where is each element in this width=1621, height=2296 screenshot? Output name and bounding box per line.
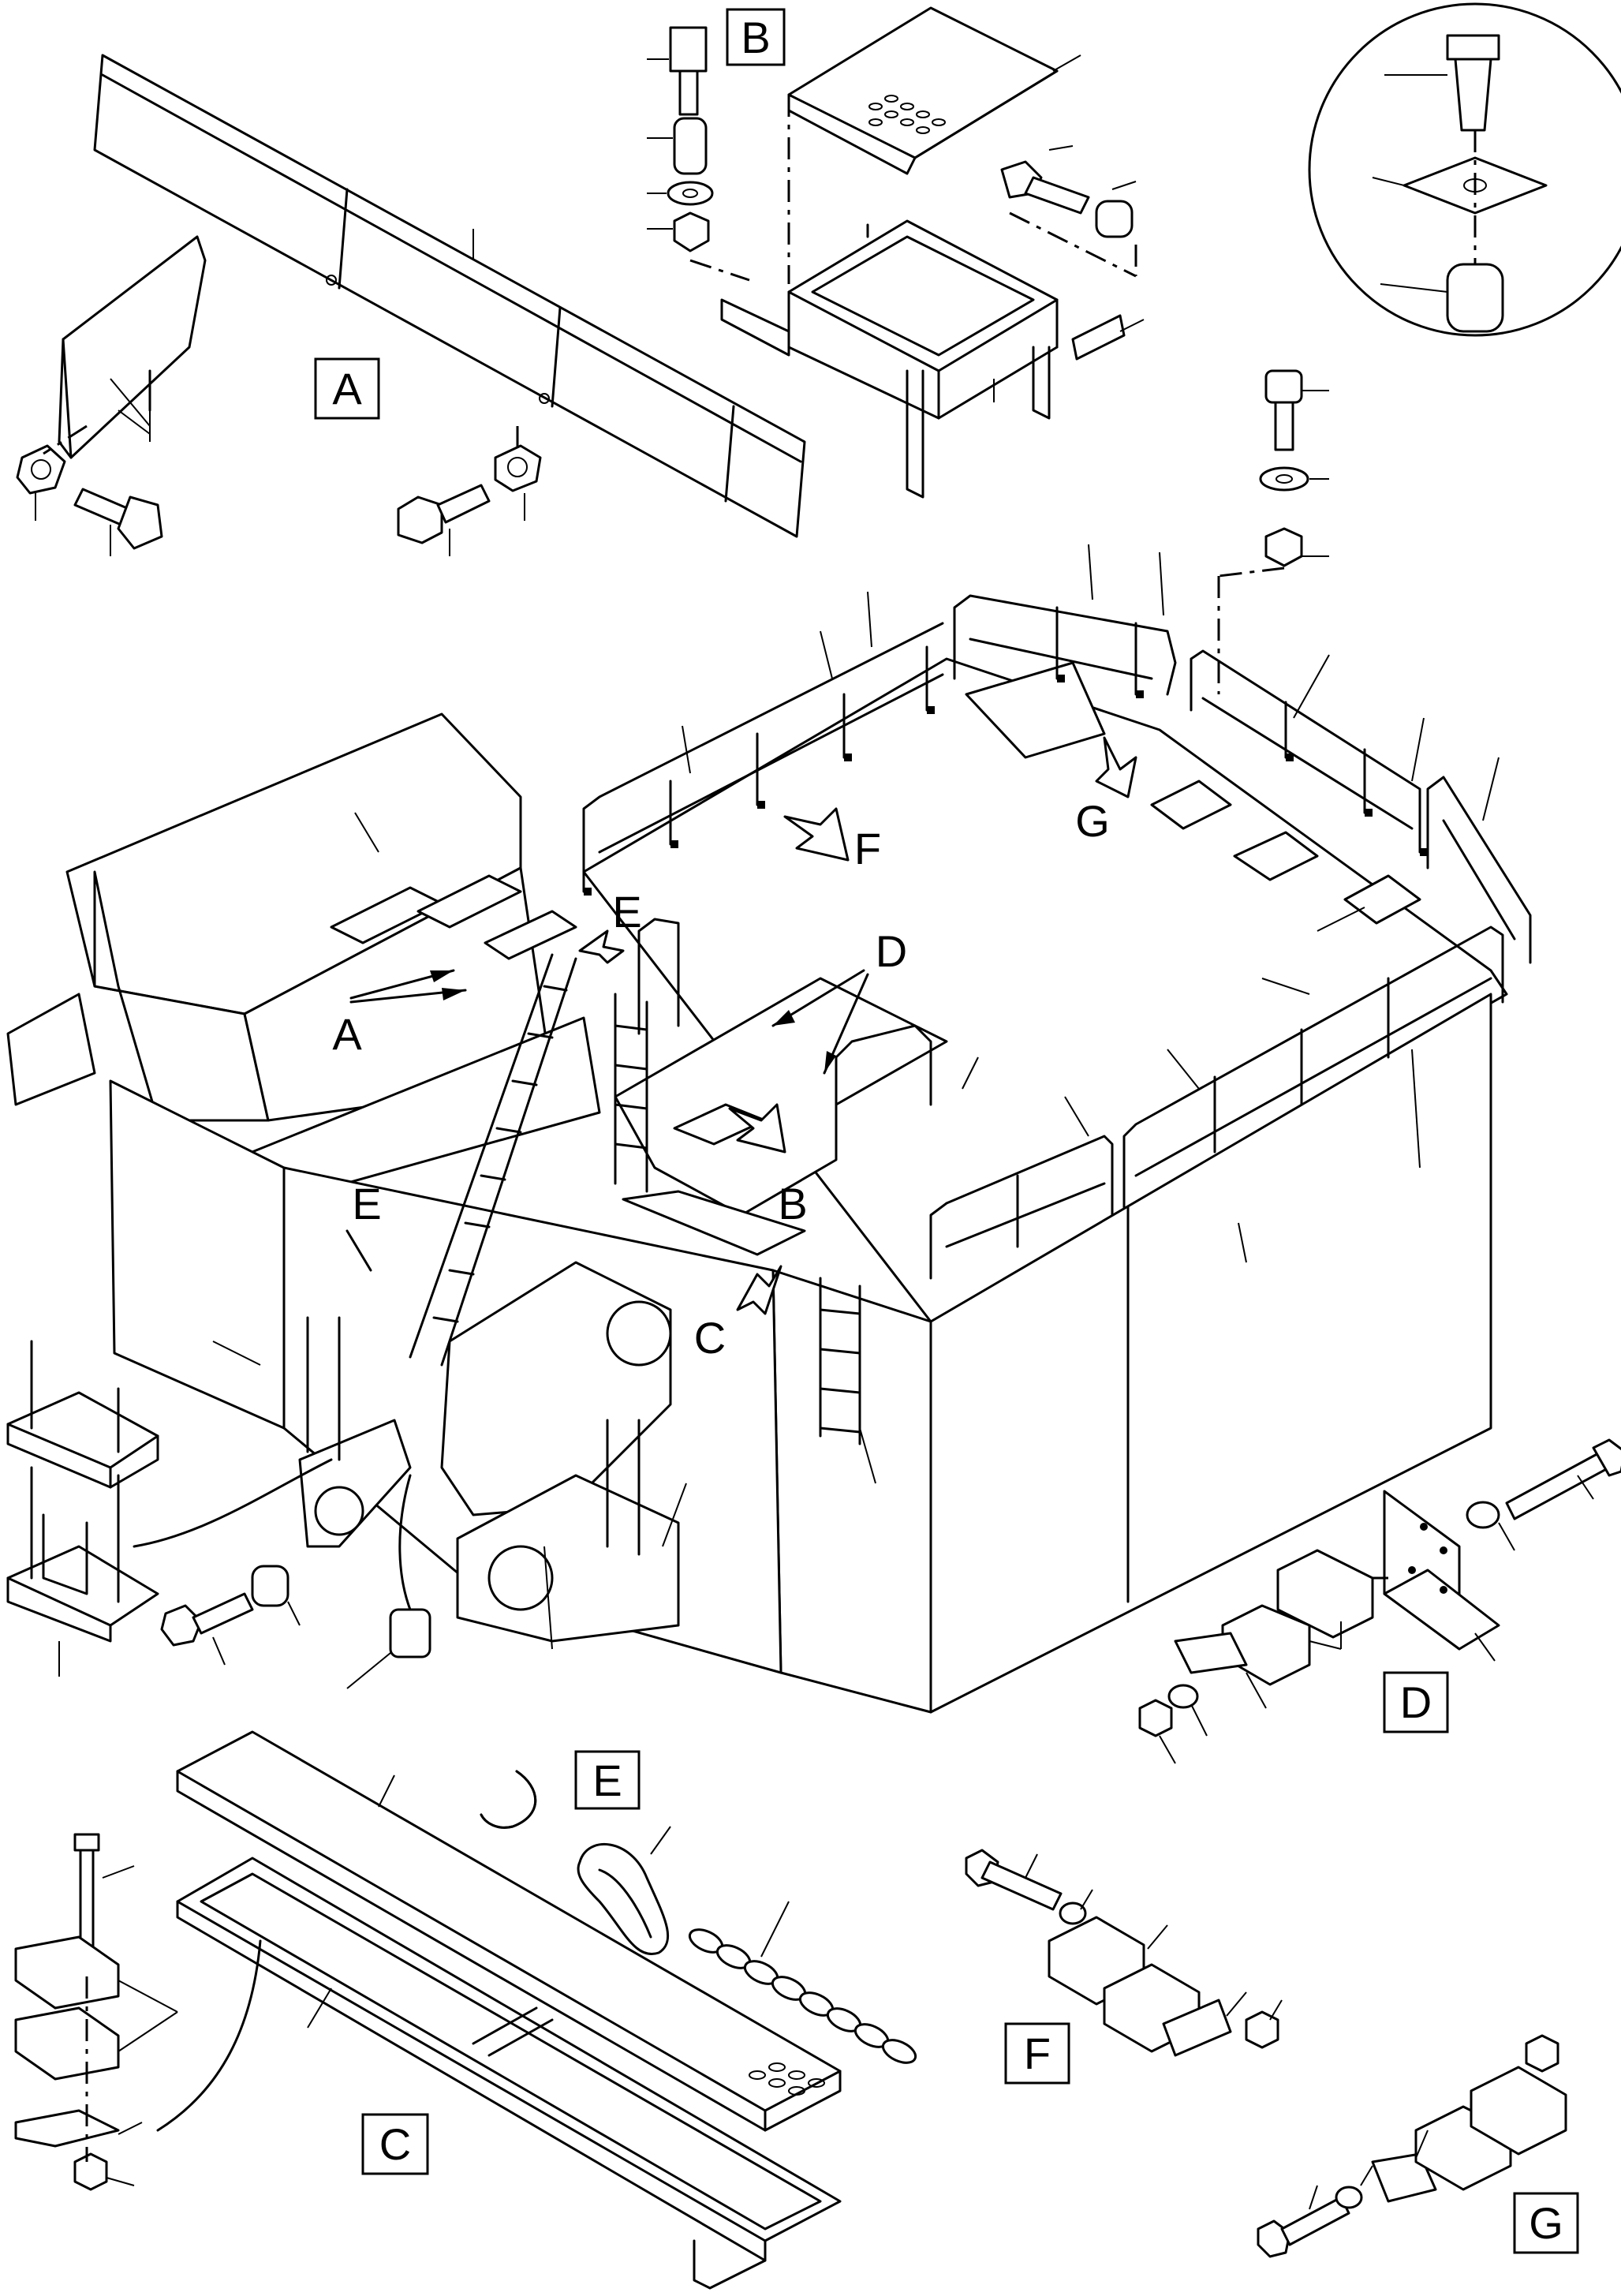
detail-e-group — [480, 1770, 917, 2064]
detail-g-washer — [1335, 2186, 1363, 2209]
detail-d-washer-small — [1167, 1684, 1199, 1709]
detail-d-washer — [1466, 1501, 1500, 1529]
scene-label-e-upper: E — [612, 887, 641, 937]
detail-d-group — [1138, 1438, 1621, 1764]
detail-a-end-bracket — [58, 235, 207, 459]
detail-g-plate — [1371, 2152, 1437, 2203]
deck-grating — [330, 661, 1421, 960]
right-hardware-stack — [1217, 369, 1329, 694]
callout-label-c: C — [379, 2119, 411, 2169]
callout-box-d — [1383, 1671, 1449, 1733]
detail-f-nut — [1245, 2010, 1279, 2049]
detail-c-nut — [73, 2152, 108, 2191]
callout-box-f — [1004, 2022, 1070, 2085]
inner-step — [622, 1190, 806, 1256]
inset-spacer — [1446, 263, 1504, 333]
detail-b-step-plate — [787, 6, 1059, 159]
detail-f-bolt-shank — [980, 1860, 1063, 1911]
rail-washer — [1259, 466, 1309, 492]
rail-bolt-head — [1264, 369, 1303, 404]
detail-c-group — [14, 1730, 842, 2290]
arrow-f — [783, 807, 850, 862]
detail-b-side-spacer — [1095, 200, 1134, 238]
detail-a-bolt-head-right — [397, 495, 443, 544]
detail-c-clamp-lower — [14, 2006, 120, 2081]
inset-bolt-head — [1446, 34, 1500, 61]
detail-c-tray-frame — [176, 1857, 842, 2242]
detail-d-nut — [1138, 1699, 1173, 1737]
detail-g-bolt-shank — [1280, 2196, 1350, 2246]
handrails — [582, 594, 1532, 1280]
leader-lines — [212, 544, 1500, 1650]
detail-a-hex-nut-left — [16, 444, 66, 495]
left-step-detail — [6, 1340, 431, 1689]
callout-label-a: A — [332, 364, 362, 413]
callout-box-a — [314, 357, 380, 420]
detail-d-plate — [1174, 1632, 1248, 1674]
inset-bolt-shank — [1454, 58, 1492, 132]
scene-label-a: A — [332, 1009, 362, 1059]
detail-f-plate — [1162, 1999, 1232, 2057]
scene-label-f: F — [854, 824, 881, 873]
detail-a-group — [16, 54, 806, 556]
detail-b-nut — [673, 211, 710, 252]
scene-label-d: D — [876, 926, 907, 976]
circle-inset-group — [1308, 2, 1621, 337]
rail-nut — [1264, 527, 1303, 567]
detail-f-group — [965, 1849, 1283, 2057]
callout-label-d: D — [1400, 1677, 1432, 1727]
callout-box-g — [1513, 2192, 1579, 2254]
scene-label-c: C — [694, 1313, 726, 1363]
detail-f-washer — [1059, 1901, 1087, 1925]
scene-label-b: B — [778, 1179, 807, 1228]
detail-b-bolt-head — [669, 26, 708, 73]
circle-inset-border — [1308, 2, 1621, 337]
callout-box-e — [574, 1750, 641, 1810]
detail-g-group — [1257, 2034, 1567, 2258]
left-step-spacer — [251, 1565, 289, 1607]
detail-a-hex-nut-right — [494, 444, 542, 492]
callout-label-e: E — [592, 1756, 622, 1805]
machine-body — [6, 657, 1508, 1714]
lower-chassis-left — [109, 1079, 286, 1430]
callout-box-b — [726, 8, 786, 66]
ladders — [306, 953, 861, 1556]
scene-label-e-lower: E — [352, 1179, 381, 1228]
detail-b-group — [647, 6, 1145, 499]
callout-box-c — [361, 2113, 429, 2175]
detail-d-clamp-right — [1276, 1549, 1374, 1639]
arrow-b — [728, 1103, 786, 1154]
left-step-bolt — [160, 1604, 203, 1647]
boom-pin-lower — [487, 1545, 554, 1611]
detail-g-nut — [1525, 2034, 1559, 2073]
boom-pin-upper — [606, 1300, 672, 1367]
callout-label-g: G — [1529, 2198, 1563, 2248]
detail-b-clip-plate — [1071, 314, 1126, 361]
callout-label-f: F — [1024, 2029, 1051, 2078]
arrow-c — [736, 1265, 782, 1315]
left-housing-rail — [6, 993, 96, 1106]
callout-label-b: B — [741, 13, 770, 62]
pointer-lines — [345, 969, 869, 1272]
detail-g-clamp-upper — [1470, 2066, 1567, 2156]
left-step-stud — [389, 1608, 431, 1658]
detail-e-chain — [688, 1928, 917, 2064]
detail-c-plate — [14, 2109, 120, 2148]
detail-c-clamp-upper — [14, 1935, 120, 2010]
detail-b-spacer — [673, 117, 708, 175]
arrow-e-upper — [578, 929, 625, 964]
scene-label-g: G — [1075, 796, 1110, 846]
left-step-lower — [6, 1545, 159, 1627]
detail-a-cover-plate — [93, 54, 806, 538]
front-wall-left-face — [771, 1269, 932, 1714]
detail-d-bolt — [1505, 1450, 1611, 1520]
detail-b-washer — [667, 181, 714, 206]
arrow-g — [1095, 736, 1137, 798]
